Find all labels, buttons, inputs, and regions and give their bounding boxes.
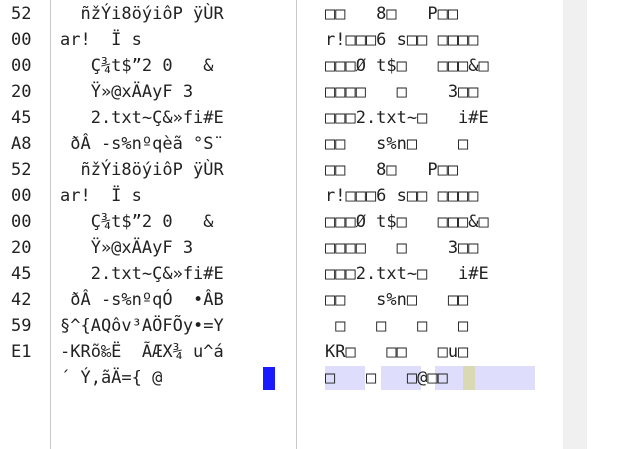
text-line[interactable]: Ÿ»@xÄAyF 3: [60, 238, 194, 258]
decoded-line[interactable]: □ □ □ □: [325, 316, 469, 336]
cursor-highlight: [463, 366, 475, 390]
decoded-line[interactable]: □□ 8□ P□□: [325, 160, 459, 180]
text-column[interactable]: ñžÝi8öýiôP ÿÙR ar! Ï s Ç¾t$”2 0 & Ÿ»@xÄA…: [51, 0, 297, 449]
text-line[interactable]: Ç¾t$”2 0 &: [60, 212, 214, 232]
decoded-column[interactable]: □□ 8□ P□□ r!□□□6 s□□ □□□□ □□□Ø t$□ □□□&□…: [297, 0, 563, 449]
text-line[interactable]: Ç¾t$”2 0 &: [60, 56, 214, 76]
address-column: 52 00 00 20 45 A8 52 00 00 20 45 42 59 E…: [0, 0, 51, 449]
address-cell: 00: [11, 186, 32, 206]
decoded-line[interactable]: □□□Ø t$□ □□□&□: [325, 56, 489, 76]
address-cell: 59: [11, 316, 32, 336]
decoded-line[interactable]: □□□2.txt~□ i#E: [325, 264, 489, 284]
address-cell: 45: [11, 108, 32, 128]
address-cell: A8: [11, 134, 32, 154]
text-caret: [263, 367, 275, 390]
selection-highlight: [435, 366, 535, 390]
text-line[interactable]: ñžÝi8öýiôP ÿÙR: [60, 160, 224, 180]
text-line[interactable]: 2.txt~Ç&»fi#E: [60, 108, 224, 128]
address-cell: 45: [11, 264, 32, 284]
text-line[interactable]: ´ Ý,ãÄ={ @: [60, 368, 173, 388]
decoded-line[interactable]: □□□2.txt~□ i#E: [325, 108, 489, 128]
decoded-line[interactable]: □ □ □@□□: [325, 368, 448, 388]
address-cell: 42: [11, 290, 32, 310]
address-cell: 52: [11, 160, 32, 180]
text-line[interactable]: ñžÝi8öýiôP ÿÙR: [60, 4, 224, 24]
text-line[interactable]: ðÂ -s%nºqèã °S¨: [60, 134, 224, 154]
text-line[interactable]: ar! Ï s: [60, 30, 142, 50]
decoded-line[interactable]: □□□□ □ 3□□: [325, 238, 479, 258]
decoded-line[interactable]: □□□Ø t$□ □□□&□: [325, 212, 489, 232]
decoded-line[interactable]: □□ s%n□ □: [325, 134, 469, 154]
address-cell: 00: [11, 212, 32, 232]
text-line[interactable]: ðÂ -s%nºqÓ •ÂB: [60, 290, 224, 310]
address-cell: 20: [11, 238, 32, 258]
selection-highlight: [381, 366, 421, 390]
decoded-line[interactable]: □□ 8□ P□□: [325, 4, 459, 24]
decoded-line[interactable]: KR□ □□ □u□: [325, 342, 469, 362]
decoded-line[interactable]: r!□□□6 s□□ □□□□: [325, 186, 479, 206]
address-cell: 20: [11, 82, 32, 102]
text-line[interactable]: Ÿ»@xÄAyF 3: [60, 82, 194, 102]
vertical-scrollbar[interactable]: [563, 0, 587, 449]
selection-highlight: [325, 366, 365, 390]
address-cell: E1: [11, 342, 32, 362]
address-cell: 52: [11, 4, 32, 24]
decoded-line[interactable]: □□ s%n□ □□: [325, 290, 469, 310]
decoded-line[interactable]: r!□□□6 s□□ □□□□: [325, 30, 479, 50]
text-line[interactable]: -KRõ‰Ë ÃÆX¾ u^á: [60, 342, 224, 362]
text-line[interactable]: §^{AQôv³AÖFÕy•=Y: [60, 316, 224, 336]
address-cell: 00: [11, 56, 32, 76]
address-cell: 00: [11, 30, 32, 50]
text-line[interactable]: 2.txt~Ç&»fi#E: [60, 264, 224, 284]
decoded-line[interactable]: □□□□ □ 3□□: [325, 82, 479, 102]
text-line[interactable]: ar! Ï s: [60, 186, 142, 206]
